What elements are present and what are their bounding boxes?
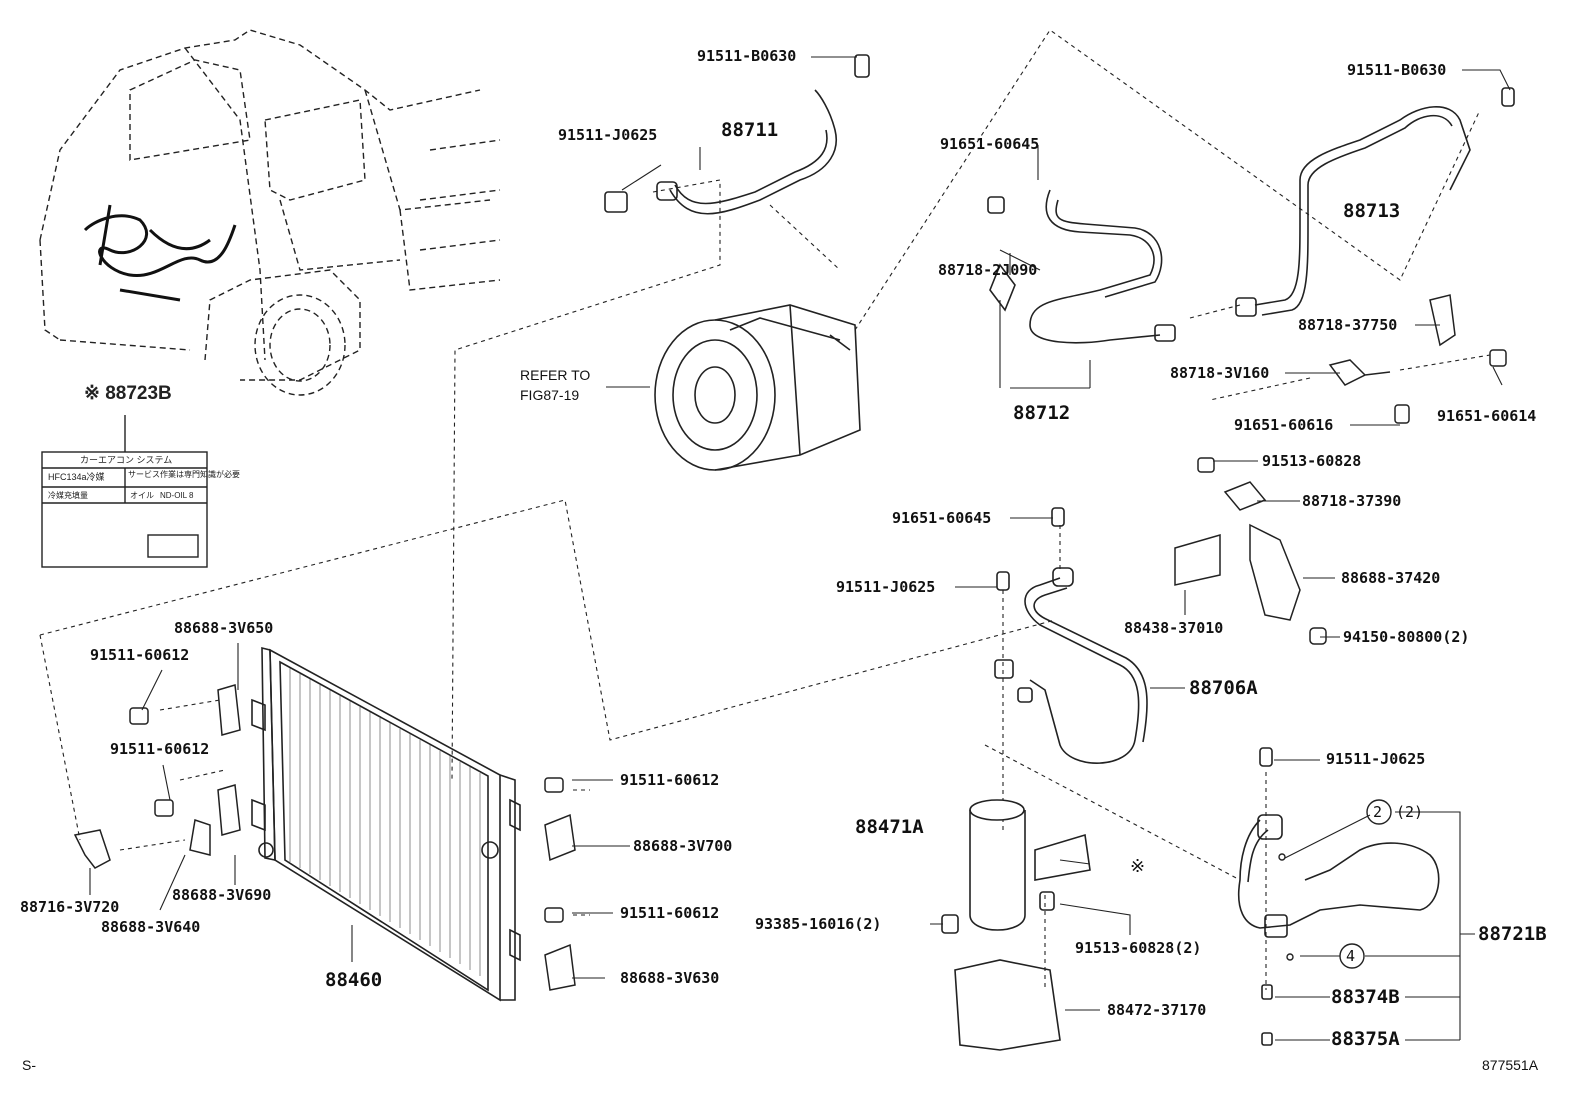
label-sheet-warning: サービス作業は専門知識が必要 — [128, 470, 240, 479]
part-91513-60828-a[interactable]: 91513-60828 — [1262, 452, 1362, 470]
note-mark: ※ — [1130, 856, 1146, 877]
reference-line-1: REFER TO — [520, 367, 591, 383]
part-88374B[interactable]: 88374B — [1331, 986, 1400, 1008]
part-88688-37420[interactable]: 88688-37420 — [1341, 569, 1441, 587]
receiver-dryer-graphic — [941, 799, 1091, 1051]
part-91651-60645-b[interactable]: 91651-60645 — [892, 509, 992, 527]
leader-lines — [39, 29, 1491, 990]
part-91511-60612-d[interactable]: 91511-60612 — [620, 904, 720, 922]
part-88688-3V630[interactable]: 88688-3V630 — [620, 969, 720, 987]
condenser-brackets — [73, 684, 576, 991]
part-91511-60612-c[interactable]: 91511-60612 — [620, 771, 720, 789]
part-91511-60612-b[interactable]: 91511-60612 — [110, 740, 210, 758]
part-88460[interactable]: 88460 — [325, 969, 383, 991]
part-91651-60645-a[interactable]: 91651-60645 — [940, 135, 1040, 153]
part-88688-3V640[interactable]: 88688-3V640 — [101, 918, 201, 936]
part-93385-16016[interactable]: 93385-16016(2) — [755, 915, 882, 933]
harness-graphic — [83, 204, 237, 302]
callout-2-circle — [1366, 799, 1392, 825]
clamps-graphic — [1174, 294, 1507, 645]
part-91513-60828-b[interactable]: 91513-60828(2) — [1075, 939, 1202, 957]
part-88688-3V700[interactable]: 88688-3V700 — [633, 837, 733, 855]
part-88718-3V160[interactable]: 88718-3V160 — [1170, 364, 1270, 382]
label-sheet-fill: 冷媒充填量 — [48, 491, 88, 500]
part-88716-3V720[interactable]: 88716-3V720 — [20, 898, 120, 916]
part-88706A[interactable]: 88706A — [1189, 677, 1258, 699]
pipe-88713-graphic — [1235, 87, 1515, 317]
label-sheet-oil-type: ND-OIL 8 — [160, 491, 194, 500]
label-sheet — [41, 415, 208, 568]
label-sheet-refrigerant: HFC134a冷媒 — [48, 472, 105, 482]
part-94150-80800[interactable]: 94150-80800(2) — [1343, 628, 1470, 646]
part-91651-60616[interactable]: 91651-60616 — [1234, 416, 1334, 434]
part-88712[interactable]: 88712 — [1013, 402, 1071, 424]
compressor-graphic — [654, 304, 861, 471]
part-88713[interactable]: 88713 — [1343, 200, 1401, 222]
part-88688-3V690[interactable]: 88688-3V690 — [172, 886, 272, 904]
condenser-fins — [289, 668, 481, 976]
part-91511-B0630-a[interactable]: 91511-B0630 — [697, 47, 797, 65]
part-91511-J0625-c[interactable]: 91511-J0625 — [1326, 750, 1426, 768]
part-88711[interactable]: 88711 — [721, 119, 779, 141]
part-91651-60614[interactable]: 91651-60614 — [1437, 407, 1537, 425]
part-91511-60612-a[interactable]: 91511-60612 — [90, 646, 190, 664]
part-88471A[interactable]: 88471A — [855, 816, 924, 838]
part-88718-37390[interactable]: 88718-37390 — [1302, 492, 1402, 510]
hose-88721B-graphic — [1238, 747, 1440, 1046]
part-88688-3V650[interactable]: 88688-3V650 — [174, 619, 274, 637]
reference-line-2: FIG87-19 — [520, 387, 580, 403]
part-88718-37750[interactable]: 88718-37750 — [1298, 316, 1398, 334]
part-91511-B0630-b[interactable]: 91511-B0630 — [1347, 61, 1447, 79]
condenser-graphic — [251, 646, 521, 1002]
label-sheet-oil: オイル — [130, 491, 154, 500]
part-88438-37010[interactable]: 88438-37010 — [1124, 619, 1224, 637]
label-sheet-part-number: ※ 88723B — [84, 383, 172, 404]
part-88718-2J090[interactable]: 88718-2J090 — [938, 261, 1038, 279]
hose-88712-graphic — [987, 189, 1176, 344]
part-88721B[interactable]: 88721B — [1478, 923, 1547, 945]
pipe-88706A-graphic — [994, 507, 1148, 764]
part-88472-37170[interactable]: 88472-37170 — [1107, 1001, 1207, 1019]
label-sheet-header: カーエアコン システム — [80, 455, 173, 465]
part-88375A[interactable]: 88375A — [1331, 1028, 1400, 1050]
callout-4-id: 4 — [1346, 947, 1356, 965]
truck-illustration — [39, 29, 501, 396]
figure-id: 877551A — [1482, 1057, 1539, 1073]
callout-2-qty: (2) — [1396, 803, 1424, 821]
part-91511-J0625-b[interactable]: 91511-J0625 — [836, 578, 936, 596]
part-91511-J0625-a[interactable]: 91511-J0625 — [558, 126, 658, 144]
solid-leaders — [89, 56, 1511, 1041]
callout-4-circle — [1339, 943, 1365, 969]
corner-mark: S- — [22, 1057, 36, 1073]
pipe-88711-graphic — [604, 54, 870, 215]
callout-2-id: 2 — [1373, 803, 1383, 821]
